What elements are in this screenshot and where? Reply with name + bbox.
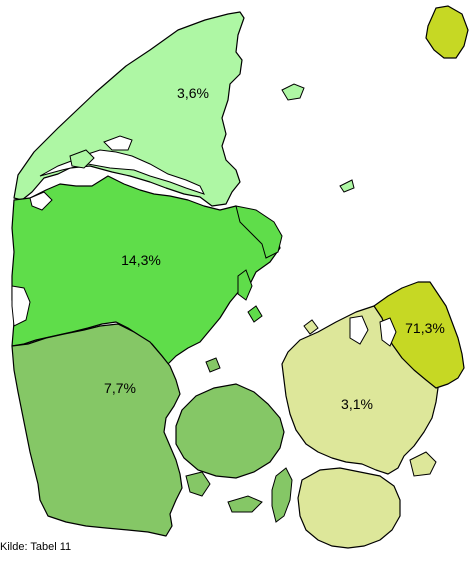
- label-hovedstaden: 71,3%: [405, 320, 445, 336]
- ringkobing-fjord: [11, 285, 31, 327]
- isefjord-water: [349, 315, 369, 345]
- samso-island: [237, 269, 253, 301]
- small-isle-3: [247, 305, 263, 323]
- lolland-falster: [297, 467, 401, 549]
- label-midtjylland: 14,3%: [121, 252, 161, 268]
- label-syddanmark: 7,7%: [104, 380, 136, 396]
- region-midtjylland: [11, 175, 281, 365]
- langeland-island: [271, 467, 293, 523]
- fyn-island: [175, 383, 285, 479]
- source-note: Kilde: Tabel 11: [0, 541, 72, 553]
- djursland: [235, 205, 283, 259]
- region-syddanmark-jutland: [11, 323, 183, 537]
- label-nordjylland: 3,6%: [177, 85, 209, 101]
- region-hovedstaden: [373, 281, 465, 389]
- small-isle-1: [303, 319, 319, 335]
- roskilde-fjord: [379, 317, 397, 347]
- mors-island: [69, 149, 95, 169]
- als-island: [185, 471, 211, 497]
- anholt-island: [339, 179, 355, 193]
- nissum-bredning: [29, 191, 53, 211]
- limfjord-inlet: [103, 135, 133, 151]
- bornholm-island: [425, 5, 469, 59]
- region-nordjylland: [13, 11, 245, 207]
- small-isle-2: [205, 357, 221, 373]
- aero-island: [227, 495, 263, 513]
- label-sjaelland: 3,1%: [341, 396, 373, 412]
- laeso-island: [281, 83, 305, 101]
- mon-island: [409, 451, 437, 477]
